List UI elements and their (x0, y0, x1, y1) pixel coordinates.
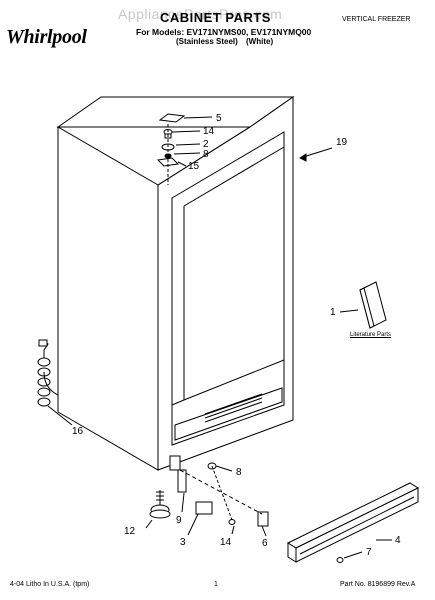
callout-4: 4 (395, 535, 401, 546)
callout-14-bottom: 14 (220, 537, 232, 548)
callout-numbers: 5 14 2 8 15 19 1 16 8 12 9 3 14 6 4 7 (72, 113, 401, 558)
callout-19: 19 (336, 137, 348, 148)
callout-15: 15 (188, 161, 200, 172)
finish-stainless: (Stainless Steel) (176, 37, 238, 46)
callout-1: 1 (330, 307, 336, 318)
footer-page-number: 1 (214, 581, 218, 588)
callout-3: 3 (180, 537, 186, 548)
footer-print-info: 4-04 Litho In U.S.A. (tpm) (10, 581, 90, 588)
model-numbers: For Models: EV171NYMS00, EV171NYMQ00 (136, 27, 312, 37)
bottom-hinge-parts (169, 455, 269, 527)
callout-8-bottom: 8 (236, 467, 242, 478)
cabinet (56, 96, 295, 471)
leveling-leg (149, 490, 171, 519)
literature-parts-label: Literature Parts (350, 332, 392, 338)
footer-part-number: Part No. 8196899 Rev.A (340, 581, 416, 588)
callout-7: 7 (366, 547, 372, 558)
finish-white: (White) (246, 37, 274, 46)
callout-16: 16 (72, 426, 84, 437)
callout-2: 2 (203, 139, 209, 150)
leader-lines (47, 116, 392, 559)
power-cord (37, 339, 59, 407)
callout-5: 5 (216, 113, 222, 124)
callout-6: 6 (262, 538, 268, 549)
page-title: CABINET PARTS (160, 10, 271, 25)
callout-9: 9 (176, 515, 182, 526)
callout-12: 12 (124, 526, 136, 537)
callout-14-top: 14 (203, 126, 215, 137)
base-grille (286, 482, 420, 563)
product-category: VERTICAL FREEZER (342, 16, 411, 23)
callout-8-top: 8 (203, 149, 209, 160)
brand-logo: Whirlpool (6, 26, 87, 48)
literature-booklet (359, 281, 387, 329)
top-hinge-parts (156, 113, 186, 185)
watermark: AppliancePartsPros.com (118, 6, 283, 22)
